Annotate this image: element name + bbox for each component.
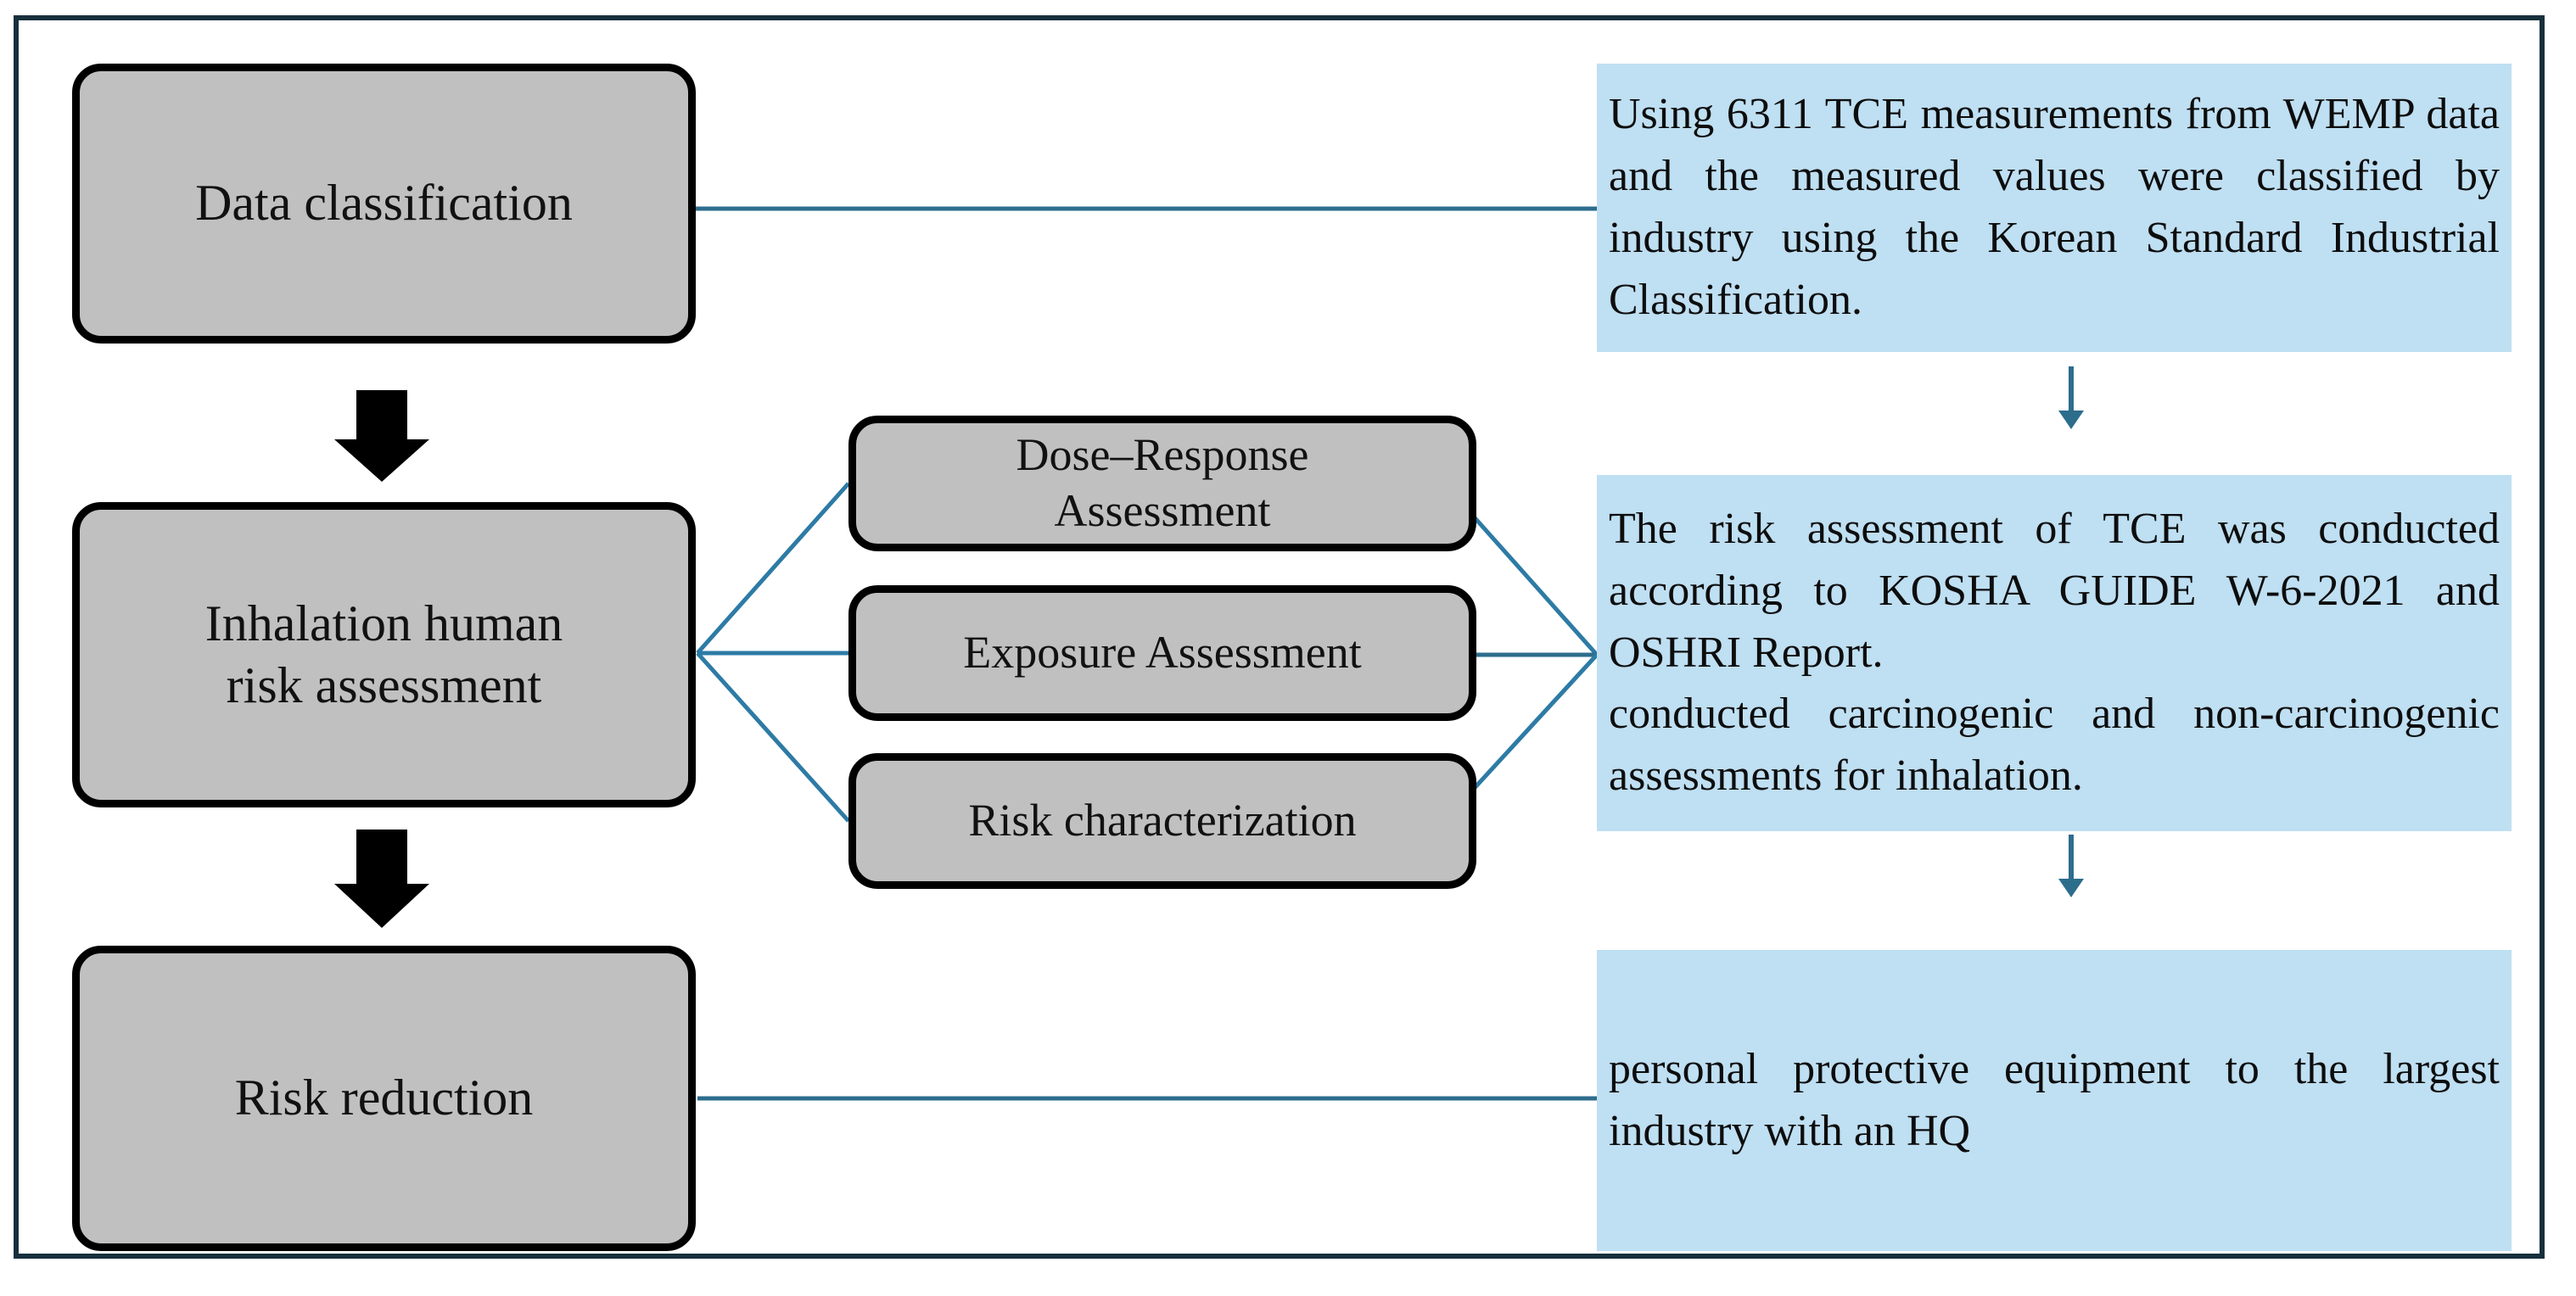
sub-step-label-line2: Assessment bbox=[1054, 485, 1271, 536]
annotation-text: Using 6311 TCE measurements from WEMP da… bbox=[1609, 90, 2500, 324]
process-box-data-classification[interactable]: Data classification bbox=[72, 64, 696, 344]
annotation-panel-risk-reduction: personal protective equipment to the lar… bbox=[1597, 950, 2512, 1251]
process-box-label-line1: Inhalation human bbox=[204, 595, 563, 651]
sub-step-box-exposure-assessment[interactable]: Exposure Assessment bbox=[848, 585, 1476, 721]
process-box-label: Risk reduction bbox=[234, 1070, 534, 1126]
sub-step-label-line1: Dose–Response bbox=[1016, 429, 1309, 481]
annotation-panel-data-classification: Using 6311 TCE measurements from WEMP da… bbox=[1597, 64, 2512, 352]
process-box-inhalation-human-risk-assessment[interactable]: Inhalation human risk assessment bbox=[72, 502, 696, 807]
sub-step-label: Exposure Assessment bbox=[963, 627, 1362, 679]
annotation-text: personal protective equipment to the lar… bbox=[1609, 1044, 2500, 1155]
sub-step-label-group: Dose–Response Assessment bbox=[1016, 427, 1309, 539]
process-box-risk-reduction[interactable]: Risk reduction bbox=[72, 946, 696, 1251]
down-arrow-icon-2 bbox=[334, 830, 429, 928]
process-box-label-group: Inhalation human risk assessment bbox=[205, 593, 563, 717]
down-arrow-icon-1 bbox=[334, 390, 429, 482]
process-box-label-line2: risk assessment bbox=[226, 657, 542, 713]
diagram-outer-frame bbox=[14, 15, 2545, 1259]
annotation-paragraph-1: The risk assessment of TCE was conducted… bbox=[1609, 505, 2500, 677]
sub-step-box-risk-characterization[interactable]: Risk characterization bbox=[848, 753, 1476, 889]
annotation-panel-risk-assessment: The risk assessment of TCE was conducted… bbox=[1597, 475, 2512, 831]
process-box-label: Data classification bbox=[195, 175, 573, 232]
sub-step-box-dose-response-assessment[interactable]: Dose–Response Assessment bbox=[848, 416, 1476, 551]
sub-step-label: Risk characterization bbox=[968, 795, 1357, 846]
annotation-paragraph-2: conducted carcinogenic and non-carcinoge… bbox=[1609, 690, 2500, 801]
